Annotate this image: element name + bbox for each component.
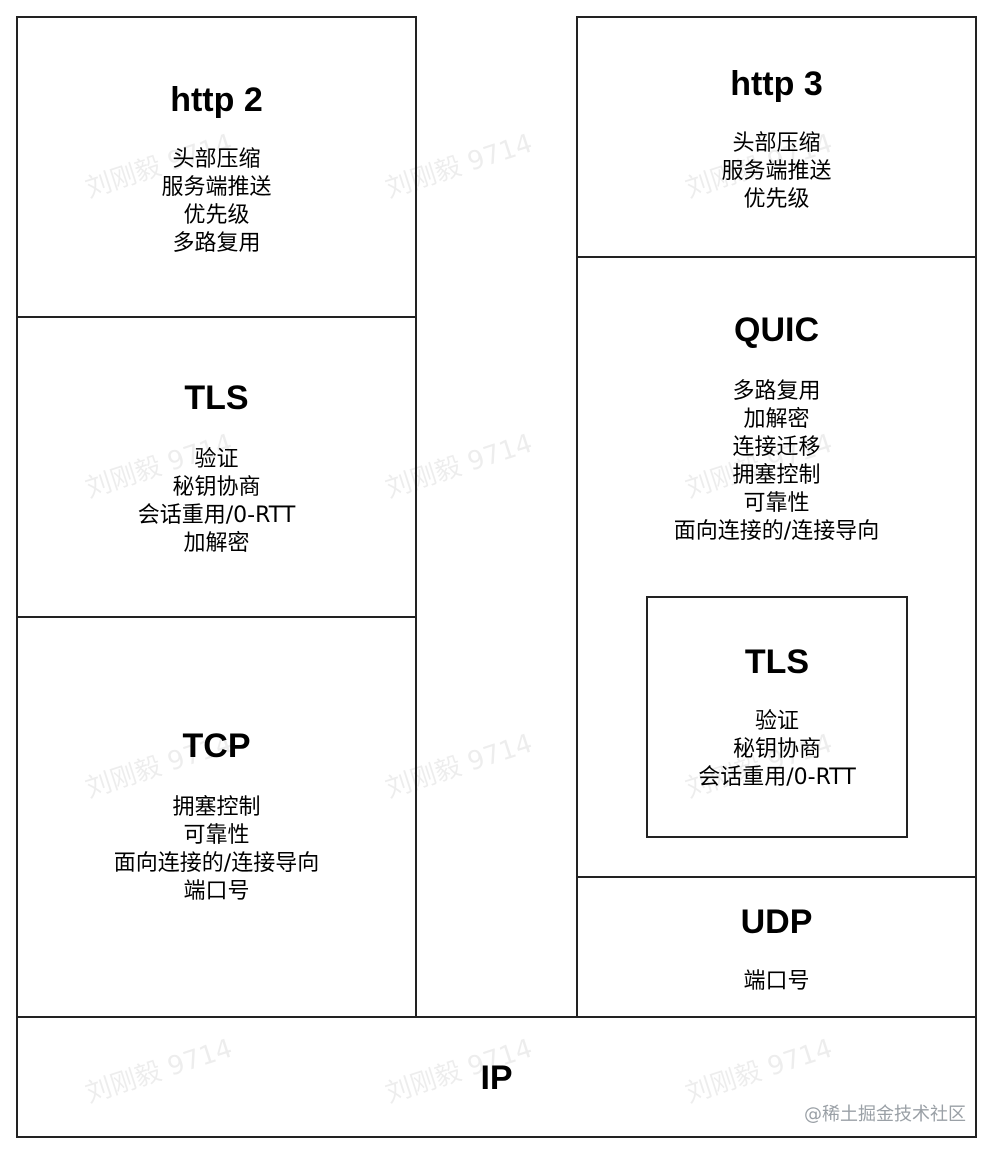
- feature-item: 头部压缩: [172, 147, 261, 172]
- quic-layer-box: QUIC 多路复用 加解密 连接迁移 拥塞控制 可靠性 面向连接的/连接导向 T…: [576, 256, 977, 878]
- ip-layer-box: IP: [16, 1016, 977, 1138]
- feature-item: 面向连接的/连接导向: [113, 851, 320, 876]
- ip-title: IP: [480, 1059, 513, 1097]
- feature-item: 端口号: [183, 879, 250, 904]
- http2-title: http 2: [170, 81, 263, 119]
- quic-features: 多路复用 加解密 连接迁移 拥塞控制 可靠性 面向连接的/连接导向: [578, 378, 975, 546]
- feature-item: 优先级: [183, 203, 250, 228]
- feature-item: 可靠性: [183, 823, 250, 848]
- udp-layer-box: UDP 端口号: [576, 876, 977, 1018]
- feature-item: 加解密: [183, 531, 250, 556]
- feature-item: 拥塞控制: [172, 795, 261, 820]
- tls-inner-features: 验证 秘钥协商 会话重用/0-RTT: [648, 708, 906, 792]
- quic-title: QUIC: [734, 311, 819, 349]
- http3-layer-box: http 3 头部压缩 服务端推送 优先级: [576, 16, 977, 258]
- feature-item: 拥塞控制: [732, 463, 821, 488]
- feature-item: 端口号: [743, 969, 810, 994]
- feature-item: 面向连接的/连接导向: [673, 519, 880, 544]
- udp-title: UDP: [740, 903, 813, 941]
- tls-inner-layer-box: TLS 验证 秘钥协商 会话重用/0-RTT: [646, 596, 908, 838]
- feature-item: 服务端推送: [161, 175, 272, 200]
- http2-layer-box: http 2 头部压缩 服务端推送 优先级 多路复用: [16, 16, 417, 318]
- feature-item: 会话重用/0-RTT: [137, 503, 296, 528]
- http2-features: 头部压缩 服务端推送 优先级 多路复用: [18, 146, 415, 258]
- feature-item: 头部压缩: [732, 131, 821, 156]
- http3-features: 头部压缩 服务端推送 优先级: [578, 130, 975, 214]
- tls-left-layer-box: TLS 验证 秘钥协商 会话重用/0-RTT 加解密: [16, 316, 417, 618]
- feature-item: 多路复用: [732, 379, 821, 404]
- tcp-features: 拥塞控制 可靠性 面向连接的/连接导向 端口号: [18, 794, 415, 906]
- udp-features: 端口号: [578, 968, 975, 996]
- feature-item: 可靠性: [743, 491, 810, 516]
- feature-item: 秘钥协商: [172, 475, 261, 500]
- feature-item: 会话重用/0-RTT: [698, 765, 856, 790]
- tcp-title: TCP: [182, 727, 251, 765]
- tls-inner-title: TLS: [744, 643, 810, 681]
- site-credit: @稀土掘金技术社区: [804, 1104, 966, 1125]
- tls-left-title: TLS: [184, 379, 249, 417]
- feature-item: 加解密: [743, 407, 810, 432]
- feature-item: 验证: [194, 447, 239, 472]
- feature-item: 服务端推送: [721, 159, 832, 184]
- feature-item: 多路复用: [172, 231, 261, 256]
- feature-item: 秘钥协商: [732, 737, 821, 762]
- tls-left-features: 验证 秘钥协商 会话重用/0-RTT 加解密: [18, 446, 415, 558]
- tcp-layer-box: TCP 拥塞控制 可靠性 面向连接的/连接导向 端口号: [16, 616, 417, 1018]
- feature-item: 优先级: [743, 187, 810, 212]
- feature-item: 验证: [754, 709, 799, 734]
- http3-title: http 3: [730, 65, 823, 103]
- feature-item: 连接迁移: [732, 435, 821, 460]
